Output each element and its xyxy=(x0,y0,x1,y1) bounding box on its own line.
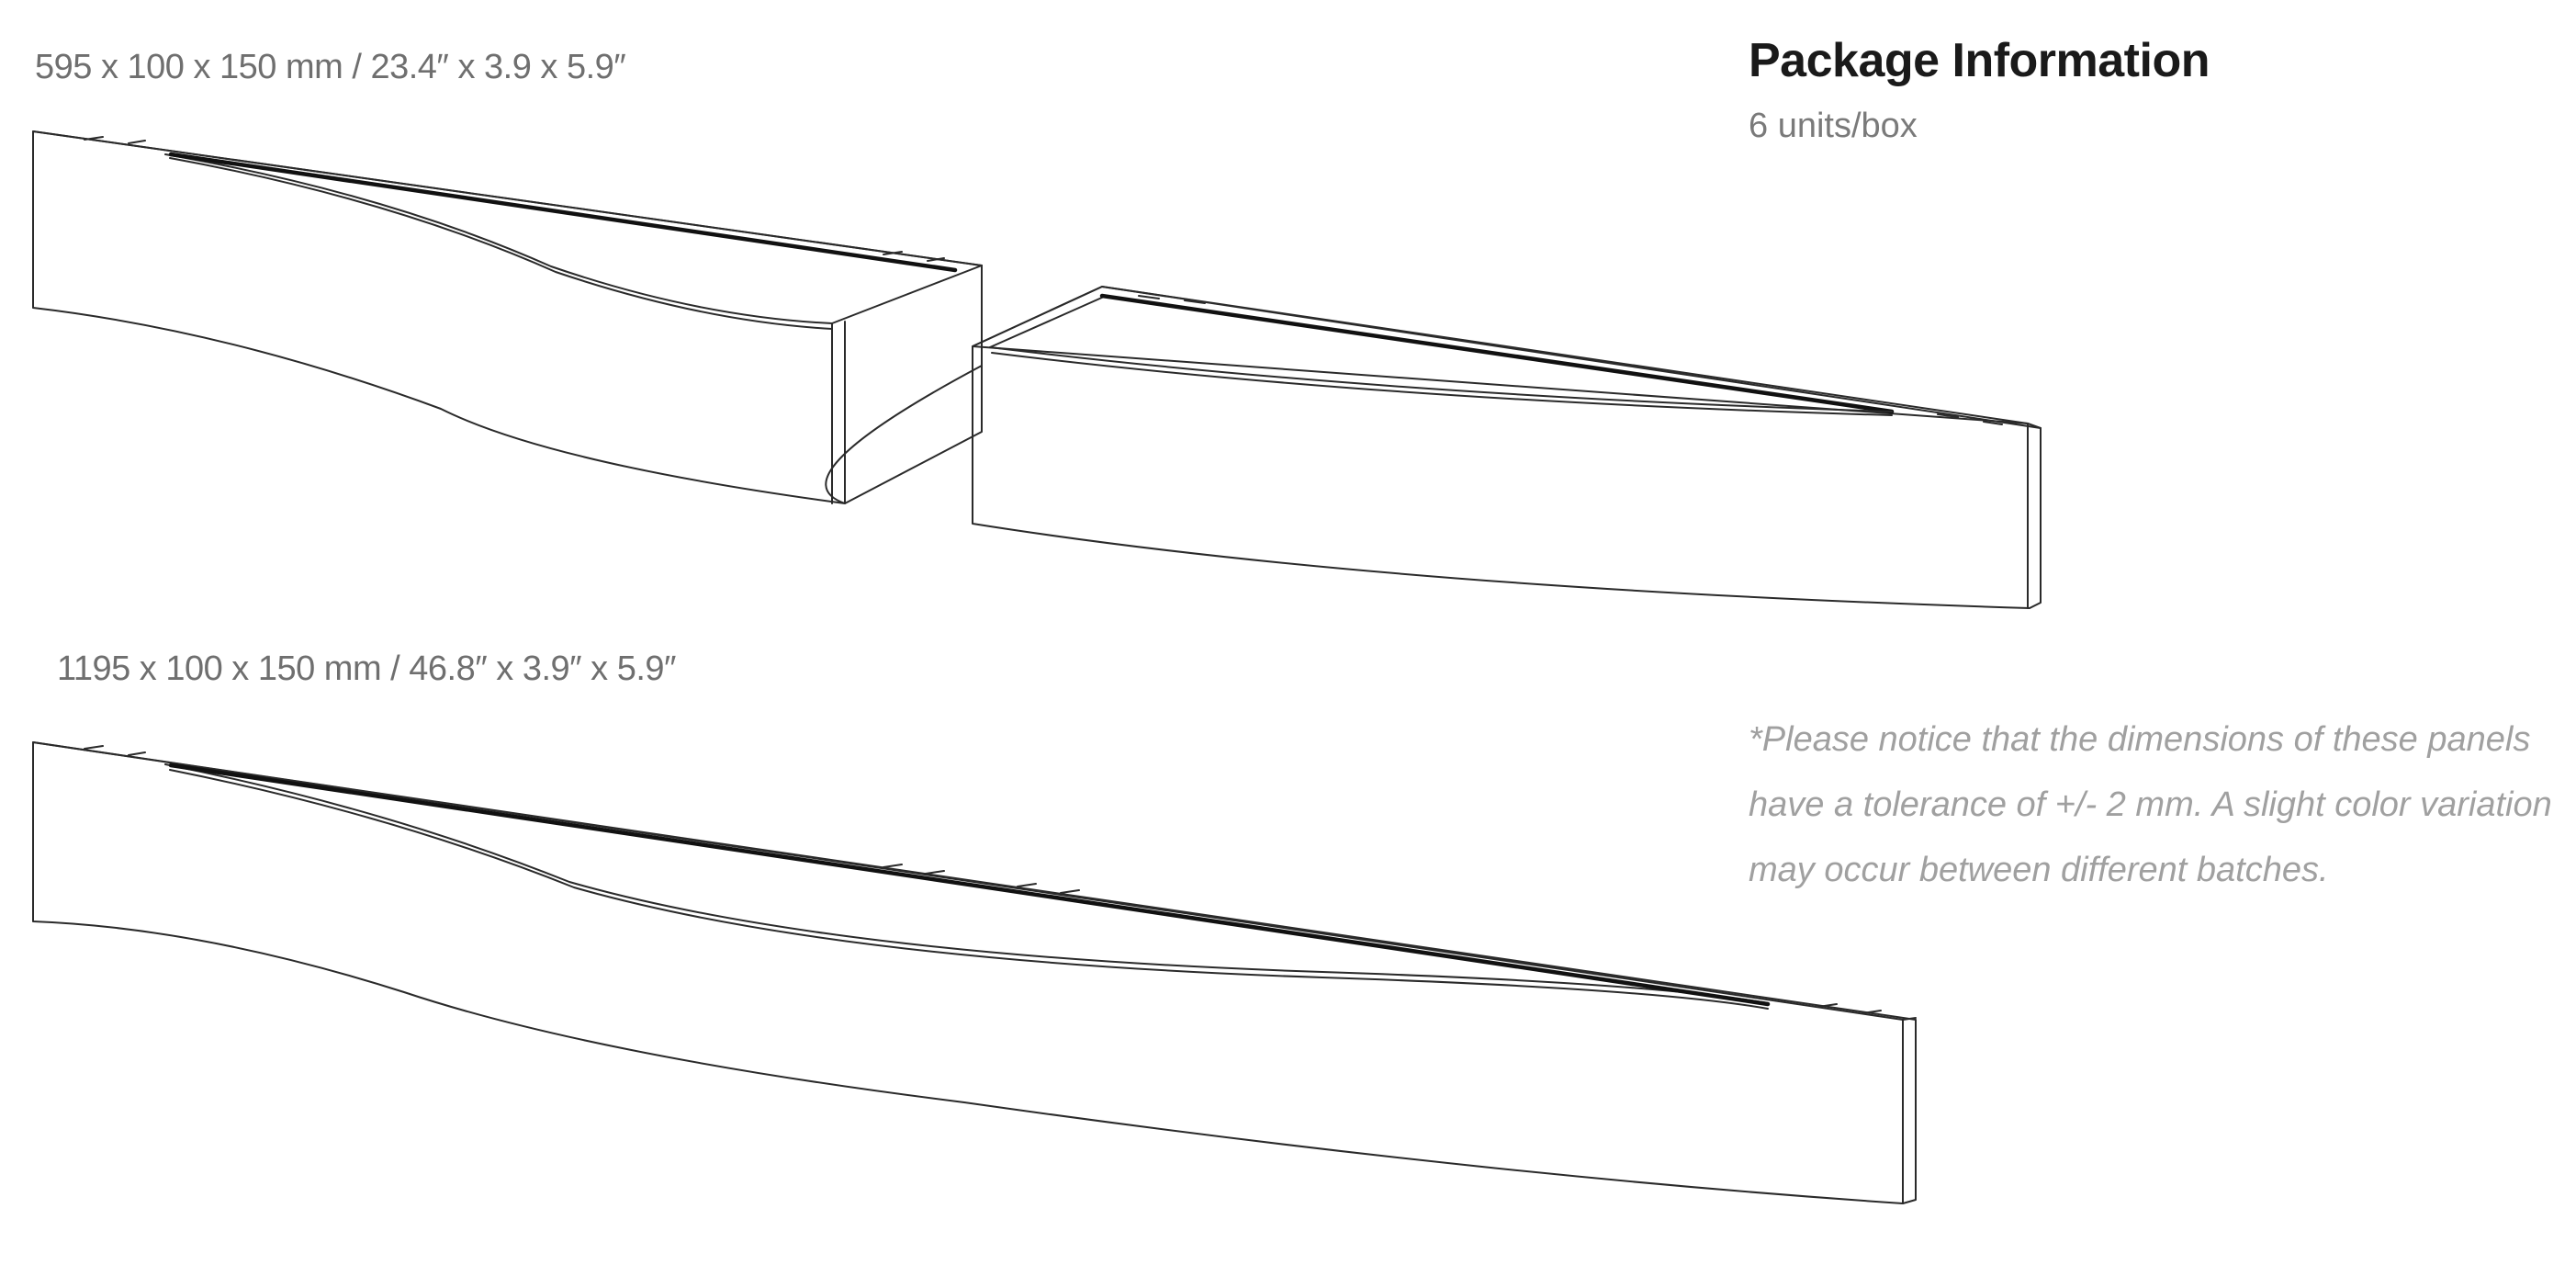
long-panel-drawing xyxy=(32,741,1917,1204)
package-title: Package Information xyxy=(1749,34,2210,87)
package-units: 6 units/box xyxy=(1749,107,1918,145)
long-panel-dimensions: 1195 x 100 x 150 mm / 46.8″ x 3.9″ x 5.9… xyxy=(57,649,676,688)
tolerance-note: *Please notice that the dimensions of th… xyxy=(1749,707,2566,903)
short-panel-dimensions: 595 x 100 x 150 mm / 23.4″ x 3.9 x 5.9″ xyxy=(35,48,626,86)
tolerance-note-line: *Please notice that the dimensions of th… xyxy=(1749,720,2531,759)
tolerance-note-line: may occur between different batches. xyxy=(1749,851,2329,889)
short-panel-drawing-right xyxy=(972,286,2042,609)
short-panel-drawing-left xyxy=(32,130,983,504)
tolerance-note-line: have a tolerance of +/- 2 mm. A slight c… xyxy=(1749,785,2552,824)
